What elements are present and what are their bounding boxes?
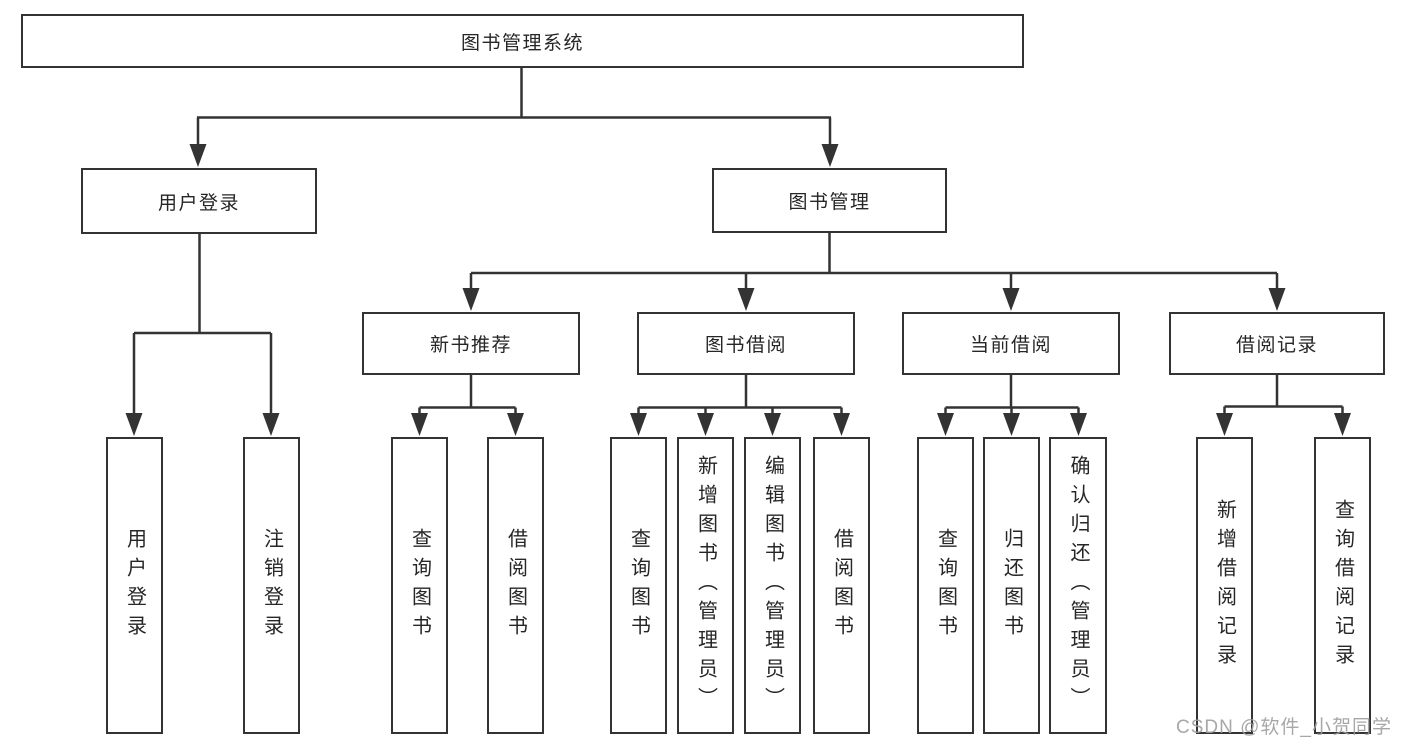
leaf-logout: 注销登录 (243, 437, 300, 734)
node-label: 图书借阅 (704, 335, 787, 356)
node-label: 新增借阅记录 (1213, 498, 1236, 673)
node-label: 查询图书 (408, 527, 431, 644)
node-label: 编辑图书（管理员） (761, 455, 784, 716)
leaf-query-books-borrowing: 查询图书 (610, 437, 667, 734)
arrow-down-icon (937, 413, 954, 436)
leaf-query-books-recommend: 查询图书 (391, 437, 448, 734)
arrow-down-icon (1216, 413, 1233, 436)
node-label: 归还图书 (1000, 527, 1023, 644)
connector-user-login (132, 234, 273, 415)
arrow-down-icon (821, 144, 839, 167)
node-label: 新增图书（管理员） (694, 455, 717, 716)
connector-book-borrowing (637, 374, 843, 416)
node-label: 借阅图书 (830, 527, 853, 644)
leaf-user-login: 用户登录 (106, 437, 163, 734)
node-label: 新书推荐 (429, 335, 512, 356)
connector-borrowing-records (1223, 374, 1344, 416)
leaf-return-book: 归还图书 (983, 437, 1040, 734)
node-label: 确认归还（管理员） (1067, 455, 1089, 716)
arrowheads (125, 144, 1351, 436)
arrow-down-icon (1268, 288, 1286, 311)
node-new-book-recommendation: 新书推荐 (362, 312, 580, 375)
node-label: 图书管理系统 (460, 32, 584, 54)
arrow-down-icon (411, 413, 428, 436)
leaf-borrow-books-borrowing: 借阅图书 (813, 437, 870, 734)
connector-root (196, 68, 832, 147)
arrow-down-icon (764, 413, 781, 436)
node-current-borrowing: 当前借阅 (902, 312, 1120, 375)
node-label: 注销登录 (260, 527, 283, 644)
node-label: 借阅图书 (504, 527, 527, 644)
leaf-confirm-return-admin: 确认归还（管理员） (1049, 437, 1107, 734)
arrow-down-icon (507, 413, 524, 436)
connector-stems (132, 68, 1344, 416)
node-root: 图书管理系统 (21, 14, 1024, 68)
arrow-down-icon (630, 413, 647, 436)
arrow-down-icon (697, 413, 714, 436)
connector-new-book-recommendation (418, 374, 517, 416)
leaf-add-borrow-record: 新增借阅记录 (1196, 437, 1253, 734)
arrow-down-icon (262, 413, 280, 436)
node-label: 查询图书 (627, 527, 650, 644)
arrow-down-icon (1070, 413, 1087, 436)
node-label: 当前借阅 (969, 335, 1052, 356)
node-book-management: 图书管理 (712, 168, 947, 233)
arrow-down-icon (737, 288, 755, 311)
node-user-login: 用户登录 (81, 168, 317, 234)
node-label: 用户登录 (123, 527, 146, 644)
leaf-query-borrow-record: 查询借阅记录 (1314, 437, 1371, 734)
node-borrowing-records: 借阅记录 (1169, 312, 1385, 375)
arrow-down-icon (125, 413, 143, 436)
arrow-down-icon (1003, 413, 1020, 436)
node-label: 用户登录 (157, 192, 240, 214)
arrow-down-icon (1334, 413, 1351, 436)
leaf-query-books-current: 查询图书 (917, 437, 974, 734)
leaf-add-book-admin: 新增图书（管理员） (677, 437, 734, 734)
node-label: 查询图书 (934, 527, 957, 644)
arrow-down-icon (462, 288, 480, 311)
arrow-down-icon (1002, 288, 1020, 311)
leaf-edit-book-admin: 编辑图书（管理员） (744, 437, 801, 734)
connector-book-management (469, 233, 1279, 291)
arrow-down-icon (833, 413, 850, 436)
node-label: 图书管理 (788, 192, 871, 213)
node-label: 借阅记录 (1235, 335, 1318, 356)
leaf-borrow-books-recommend: 借阅图书 (487, 437, 544, 734)
node-label: 查询借阅记录 (1331, 498, 1354, 673)
node-book-borrowing: 图书借阅 (637, 312, 855, 375)
watermark: CSDN @软件_小贺同学 (1176, 717, 1392, 738)
connector-current-borrowing (944, 374, 1080, 416)
arrow-down-icon (189, 144, 207, 167)
